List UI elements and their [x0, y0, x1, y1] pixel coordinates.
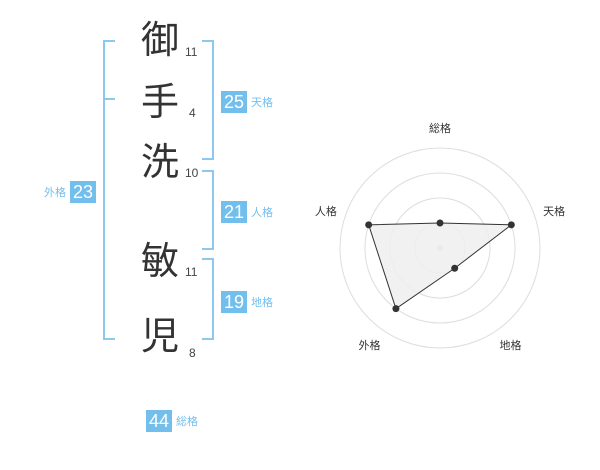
radar-point	[451, 264, 459, 272]
name-char-5: 児	[141, 314, 180, 358]
gaikaku-bracket-tick	[103, 98, 115, 100]
jinkaku-bracket	[202, 170, 214, 250]
name-char-1: 御	[141, 18, 180, 62]
radar-point	[507, 221, 515, 229]
jinkaku-badge: 21 人格	[221, 201, 277, 223]
soukaku-label: 総格	[176, 415, 199, 428]
tenkaku-bracket	[202, 40, 214, 160]
radar-ring	[364, 172, 516, 324]
stroke-count-4: 11	[185, 265, 198, 279]
jinkaku-value: 21	[221, 201, 248, 223]
stroke-count-3: 10	[185, 166, 199, 180]
chikaku-bracket	[202, 258, 214, 340]
radar-axis-label: 人格	[315, 204, 337, 218]
radar-point	[365, 221, 373, 229]
tenkaku-value: 25	[221, 91, 248, 113]
radar-axis-label: 地格	[500, 338, 522, 352]
chikaku-label: 地格	[251, 296, 274, 309]
stroke-count-2: 4	[189, 106, 196, 120]
gaikaku-bracket	[103, 40, 115, 340]
gaikaku-badge: 23 外格	[40, 181, 97, 203]
name-char-2: 手	[141, 80, 180, 124]
soukaku-value: 44	[146, 410, 173, 432]
radar-polygon	[367, 222, 513, 310]
tenkaku-badge: 25 天格	[221, 91, 277, 113]
name-char-4: 敏	[141, 239, 180, 283]
gaikaku-value: 23	[70, 181, 97, 203]
radar-point	[392, 305, 400, 313]
radar-axis-label: 外格	[358, 338, 380, 352]
chikaku-badge: 19 地格	[221, 291, 277, 313]
jinkaku-label: 人格	[251, 206, 274, 219]
tenkaku-label: 天格	[251, 96, 274, 109]
stroke-count-5: 8	[189, 346, 196, 360]
soukaku-badge: 44 総格	[146, 410, 202, 432]
radar-axis-label: 天格	[543, 204, 565, 218]
radar-points	[365, 219, 515, 313]
stroke-count-1: 11	[185, 45, 198, 59]
name-char-3: 洗	[141, 140, 180, 184]
chikaku-value: 19	[221, 291, 248, 313]
radar-axis-label: 総格	[429, 121, 451, 135]
gaikaku-label: 外格	[44, 186, 66, 199]
radar-point	[436, 219, 444, 227]
